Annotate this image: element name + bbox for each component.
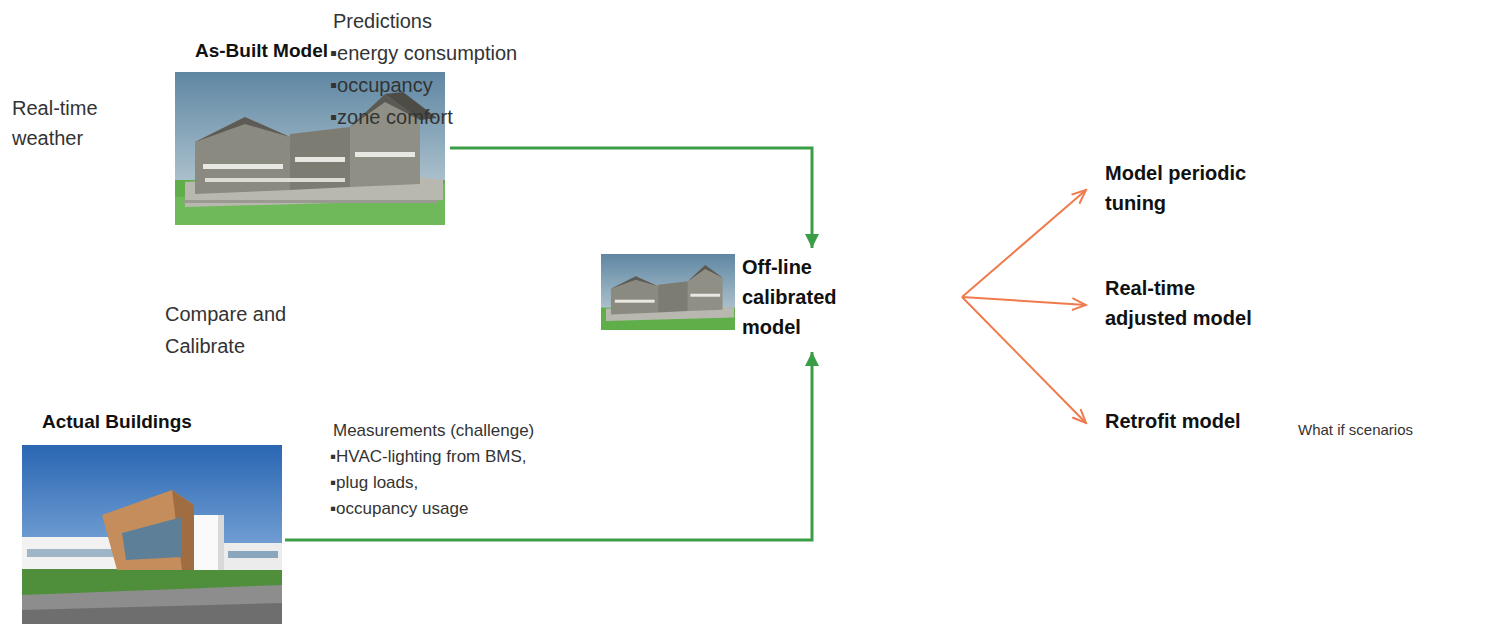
text-node: Model periodic tuning: [1100, 158, 1260, 222]
building-photo: [22, 445, 282, 624]
picture-node: As-Built Model: [170, 38, 450, 228]
calibrated-model-thumbnail: [601, 254, 735, 330]
flow-arrow: [450, 148, 812, 248]
annotation-text: Real-time weather: [12, 93, 122, 153]
annotation-text: What if scenarios: [1298, 420, 1413, 440]
node-title: Retrofit model: [1105, 406, 1267, 436]
node-title: Model periodic tuning: [1105, 158, 1257, 218]
text-node: Real-time adjusted model: [1100, 273, 1260, 337]
flow-arrow: [285, 352, 812, 540]
flow-arrow: [962, 190, 1086, 297]
annotation-text: Compare and Calibrate: [165, 298, 315, 362]
flow-arrow: [962, 297, 1086, 423]
picture-node: Actual Buildings: [20, 405, 285, 624]
annotation-text: ▪occupancy: [330, 72, 433, 98]
node-title: Actual Buildings: [42, 409, 272, 435]
annotation-text: ▪energy consumption: [330, 40, 517, 66]
text-node: Retrofit model: [1100, 406, 1270, 440]
annotation-text: ▪plug loads,: [330, 471, 418, 495]
annotation-text: ▪HVAC-lighting from BMS,: [330, 445, 527, 469]
node-title: Real-time adjusted model: [1105, 273, 1257, 333]
annotation-text: ▪occupancy usage: [330, 497, 468, 521]
annotation-text: ▪zone comfort: [330, 104, 453, 130]
node-title: Off-line calibrated model: [742, 252, 854, 342]
flow-arrow: [962, 297, 1086, 305]
annotation-text: Predictions: [333, 8, 432, 34]
annotation-text: Measurements (challenge): [333, 419, 534, 443]
picture-node: Off-line calibrated model: [598, 248, 958, 352]
